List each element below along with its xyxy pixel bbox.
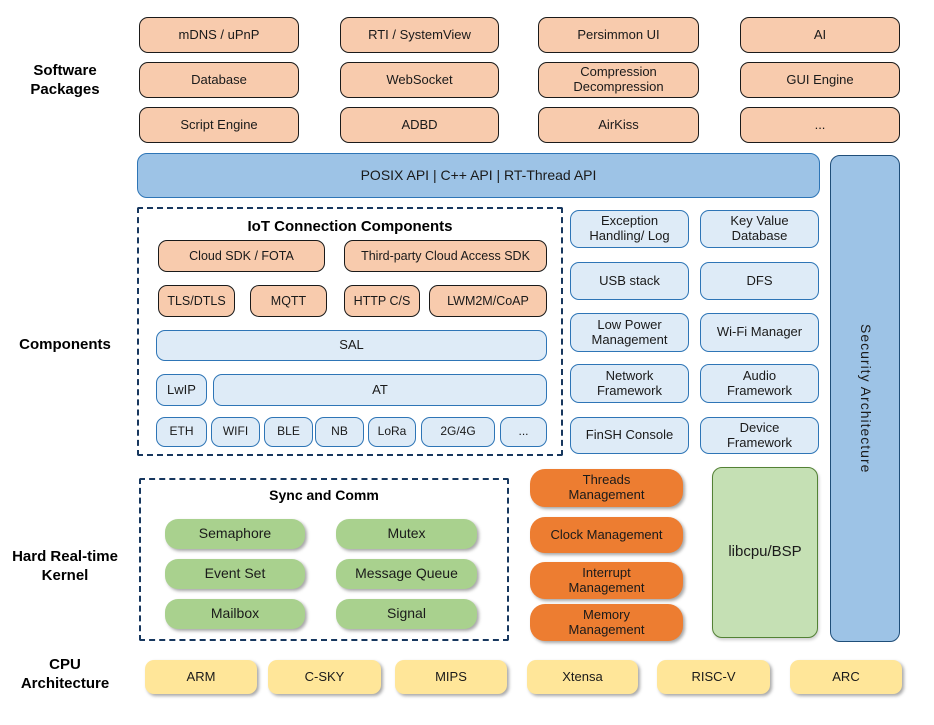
service-box: Low Power Management bbox=[570, 313, 689, 352]
package-box: AirKiss bbox=[538, 107, 699, 143]
package-box: Persimmon UI bbox=[538, 17, 699, 53]
section-label-cpu: CPU Architecture bbox=[20, 656, 110, 692]
package-box: AI bbox=[740, 17, 900, 53]
service-box: Network Framework bbox=[570, 364, 689, 403]
at-layer: AT bbox=[213, 374, 547, 406]
iot-box: TLS/DTLS bbox=[158, 285, 235, 317]
package-box: RTI / SystemView bbox=[340, 17, 499, 53]
package-box: ... bbox=[740, 107, 900, 143]
kernel-sync-box: Event Set bbox=[165, 559, 305, 589]
package-box: GUI Engine bbox=[740, 62, 900, 98]
link-box: 2G/4G bbox=[421, 417, 495, 447]
cpu-box: Xtensa bbox=[527, 660, 638, 694]
sync-comm-group bbox=[139, 478, 509, 641]
service-box: DFS bbox=[700, 262, 819, 300]
cpu-box: RISC-V bbox=[657, 660, 770, 694]
cpu-box: ARC bbox=[790, 660, 902, 694]
service-box: Audio Framework bbox=[700, 364, 819, 403]
link-box: NB bbox=[315, 417, 364, 447]
package-box: Compression Decompression bbox=[538, 62, 699, 98]
service-box: Key Value Database bbox=[700, 210, 819, 248]
kernel-mgmt-box: Memory Management bbox=[530, 604, 683, 641]
kernel-sync-box: Message Queue bbox=[336, 559, 477, 589]
service-box: Wi-Fi Manager bbox=[700, 313, 819, 352]
cpu-box: MIPS bbox=[395, 660, 507, 694]
iot-components-group bbox=[137, 207, 563, 456]
kernel-sync-box: Signal bbox=[336, 599, 477, 629]
link-box: BLE bbox=[264, 417, 313, 447]
service-box: FinSH Console bbox=[570, 417, 689, 454]
package-box: mDNS / uPnP bbox=[139, 17, 299, 53]
iot-box: Third-party Cloud Access SDK bbox=[344, 240, 547, 272]
iot-box: LWM2M/CoAP bbox=[429, 285, 547, 317]
package-box: WebSocket bbox=[340, 62, 499, 98]
section-label-kernel: Hard Real-time Kernel bbox=[12, 548, 118, 584]
cpu-box: ARM bbox=[145, 660, 257, 694]
service-box: Exception Handling/ Log bbox=[570, 210, 689, 248]
link-box: ... bbox=[500, 417, 547, 447]
cpu-box: C-SKY bbox=[268, 660, 381, 694]
iot-box: Cloud SDK / FOTA bbox=[158, 240, 325, 272]
link-box: ETH bbox=[156, 417, 207, 447]
kernel-mgmt-box: Clock Management bbox=[530, 517, 683, 553]
package-box: Database bbox=[139, 62, 299, 98]
kernel-mgmt-box: Threads Management bbox=[530, 469, 683, 507]
kernel-sync-box: Semaphore bbox=[165, 519, 305, 549]
service-box: USB stack bbox=[570, 262, 689, 300]
lwip-box: LwIP bbox=[156, 374, 207, 406]
package-box: Script Engine bbox=[139, 107, 299, 143]
section-label-software-packages: Software Packages bbox=[30, 62, 100, 98]
kernel-sync-box: Mutex bbox=[336, 519, 477, 549]
security-architecture-bar: Security Architecture bbox=[830, 155, 900, 642]
section-label-components: Components bbox=[19, 336, 111, 353]
kernel-mgmt-box: Interrupt Management bbox=[530, 562, 683, 599]
service-box: Device Framework bbox=[700, 417, 819, 454]
kernel-sync-box: Mailbox bbox=[165, 599, 305, 629]
package-box: ADBD bbox=[340, 107, 499, 143]
iot-components-title: IoT Connection Components bbox=[247, 218, 453, 235]
iot-box: MQTT bbox=[250, 285, 327, 317]
libcpu-bsp-box: libcpu/BSP bbox=[712, 467, 818, 638]
api-bar: POSIX API | C++ API | RT-Thread API bbox=[137, 153, 820, 198]
iot-box: HTTP C/S bbox=[344, 285, 420, 317]
sal-layer: SAL bbox=[156, 330, 547, 361]
security-architecture-label: Security Architecture bbox=[857, 323, 874, 474]
link-box: WIFI bbox=[211, 417, 260, 447]
link-box: LoRa bbox=[368, 417, 416, 447]
sync-comm-title: Sync and Comm bbox=[269, 487, 379, 503]
